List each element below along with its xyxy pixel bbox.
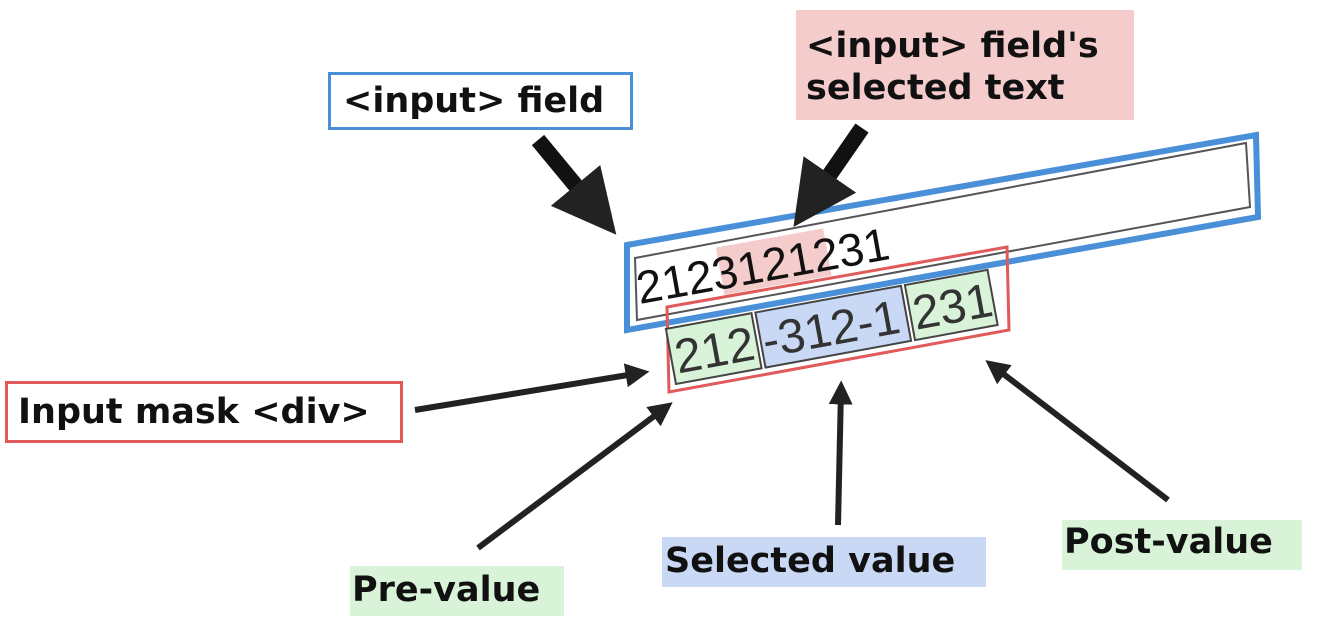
mask-pre-value-box xyxy=(664,312,763,386)
mask-post-value-box xyxy=(903,268,999,342)
selected-text-label-line2: selected text xyxy=(806,68,1065,108)
post-value-label: Post-value xyxy=(1062,520,1302,570)
arrow-pre-value xyxy=(476,402,673,551)
selected-value-label: Selected value xyxy=(662,537,986,587)
mask-selected-value-box xyxy=(754,284,913,369)
input-field-label: <input> field xyxy=(328,72,633,130)
selected-text-label-line1: <input> field's xyxy=(806,26,1099,66)
selection-highlight xyxy=(715,228,832,295)
input-mask-div-label: Input mask <div> xyxy=(5,381,403,443)
arrow-post-value xyxy=(985,360,1170,503)
arrow-mask-div xyxy=(414,363,650,413)
pre-value-label: Pre-value xyxy=(350,566,564,616)
input-field-text: 2123121231 xyxy=(632,217,893,313)
arrow-selected-text xyxy=(793,123,869,228)
arrow-input-field xyxy=(531,134,617,235)
arrow-selected-value xyxy=(828,380,853,526)
selected-text-label: <input> field's selected text xyxy=(796,10,1134,120)
input-mask-div-border xyxy=(665,245,1011,394)
